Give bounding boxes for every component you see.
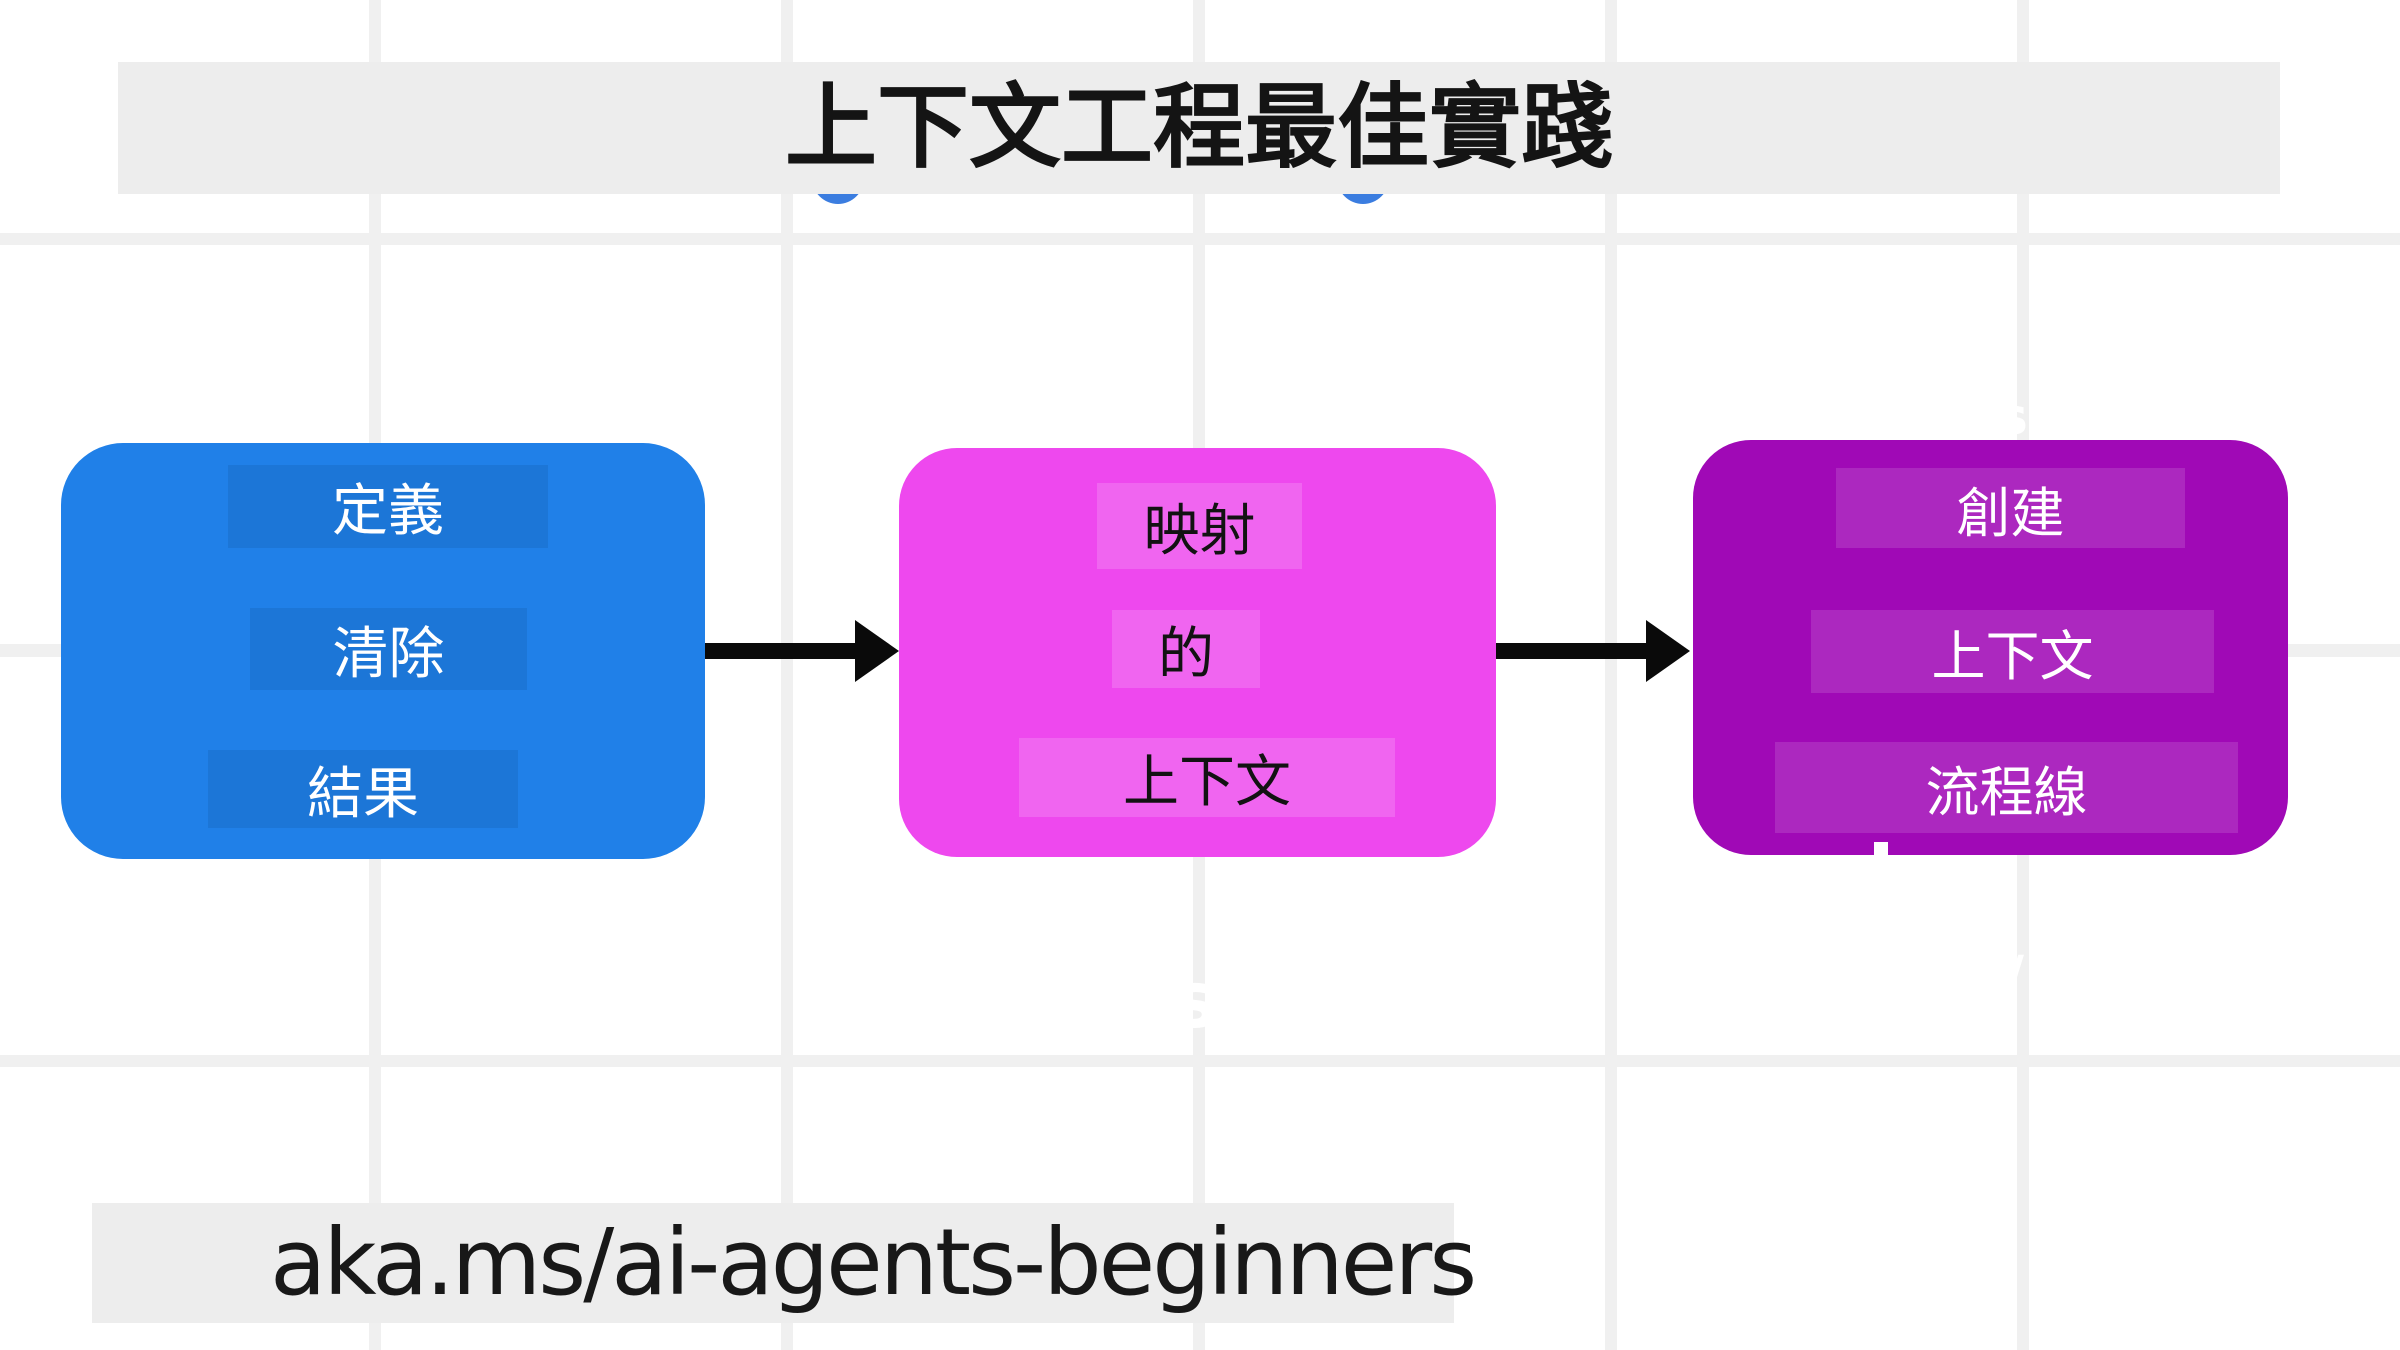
flow-arrow[interactable] xyxy=(705,643,857,659)
footer-link[interactable]: aka.ms/ai-agents-beginners xyxy=(270,1209,1477,1316)
flow-arrowhead-icon xyxy=(855,620,899,682)
text-fragment-artifact: / xyxy=(2001,942,2024,1021)
grid-line-horizontal xyxy=(0,1055,2400,1067)
box-label: 清除 xyxy=(250,608,527,690)
text-fragment-artifact: s xyxy=(1172,956,1219,1046)
flow-box-create-context-pipeline[interactable]: 創建 上下文 流程線 xyxy=(1693,440,2288,855)
box-label: 上下文 xyxy=(1811,610,2214,693)
box-label: 映射 xyxy=(1097,483,1302,569)
title-banner: 上下文工程最佳實踐 xyxy=(118,62,2280,194)
page-title: 上下文工程最佳實踐 xyxy=(784,74,1613,181)
flow-box-define-clear-result[interactable]: 定義 清除 結果 xyxy=(61,443,705,859)
box-label: 的 xyxy=(1112,610,1260,688)
grid-line-vertical xyxy=(781,0,793,1350)
text-fragment-artifact: s xyxy=(1998,388,2028,446)
footer-banner: aka.ms/ai-agents-beginners xyxy=(92,1203,1477,1323)
box-label: 上下文 xyxy=(1019,738,1395,817)
white-square-artifact xyxy=(1874,842,1888,858)
flow-arrowhead-icon xyxy=(1646,620,1690,682)
box-label: 流程線 xyxy=(1775,742,2238,833)
box-label: 創建 xyxy=(1836,468,2185,548)
grid-line-horizontal xyxy=(0,644,61,657)
box-label: 定義 xyxy=(228,465,548,548)
box-label: 結果 xyxy=(208,750,518,828)
grid-line-horizontal xyxy=(0,233,2400,245)
flow-box-map-the-context[interactable]: 映射 的 上下文 xyxy=(899,448,1496,857)
grid-line-horizontal xyxy=(2288,644,2400,657)
grid-line-vertical xyxy=(1605,0,1617,1350)
flow-arrow[interactable] xyxy=(1496,643,1648,659)
